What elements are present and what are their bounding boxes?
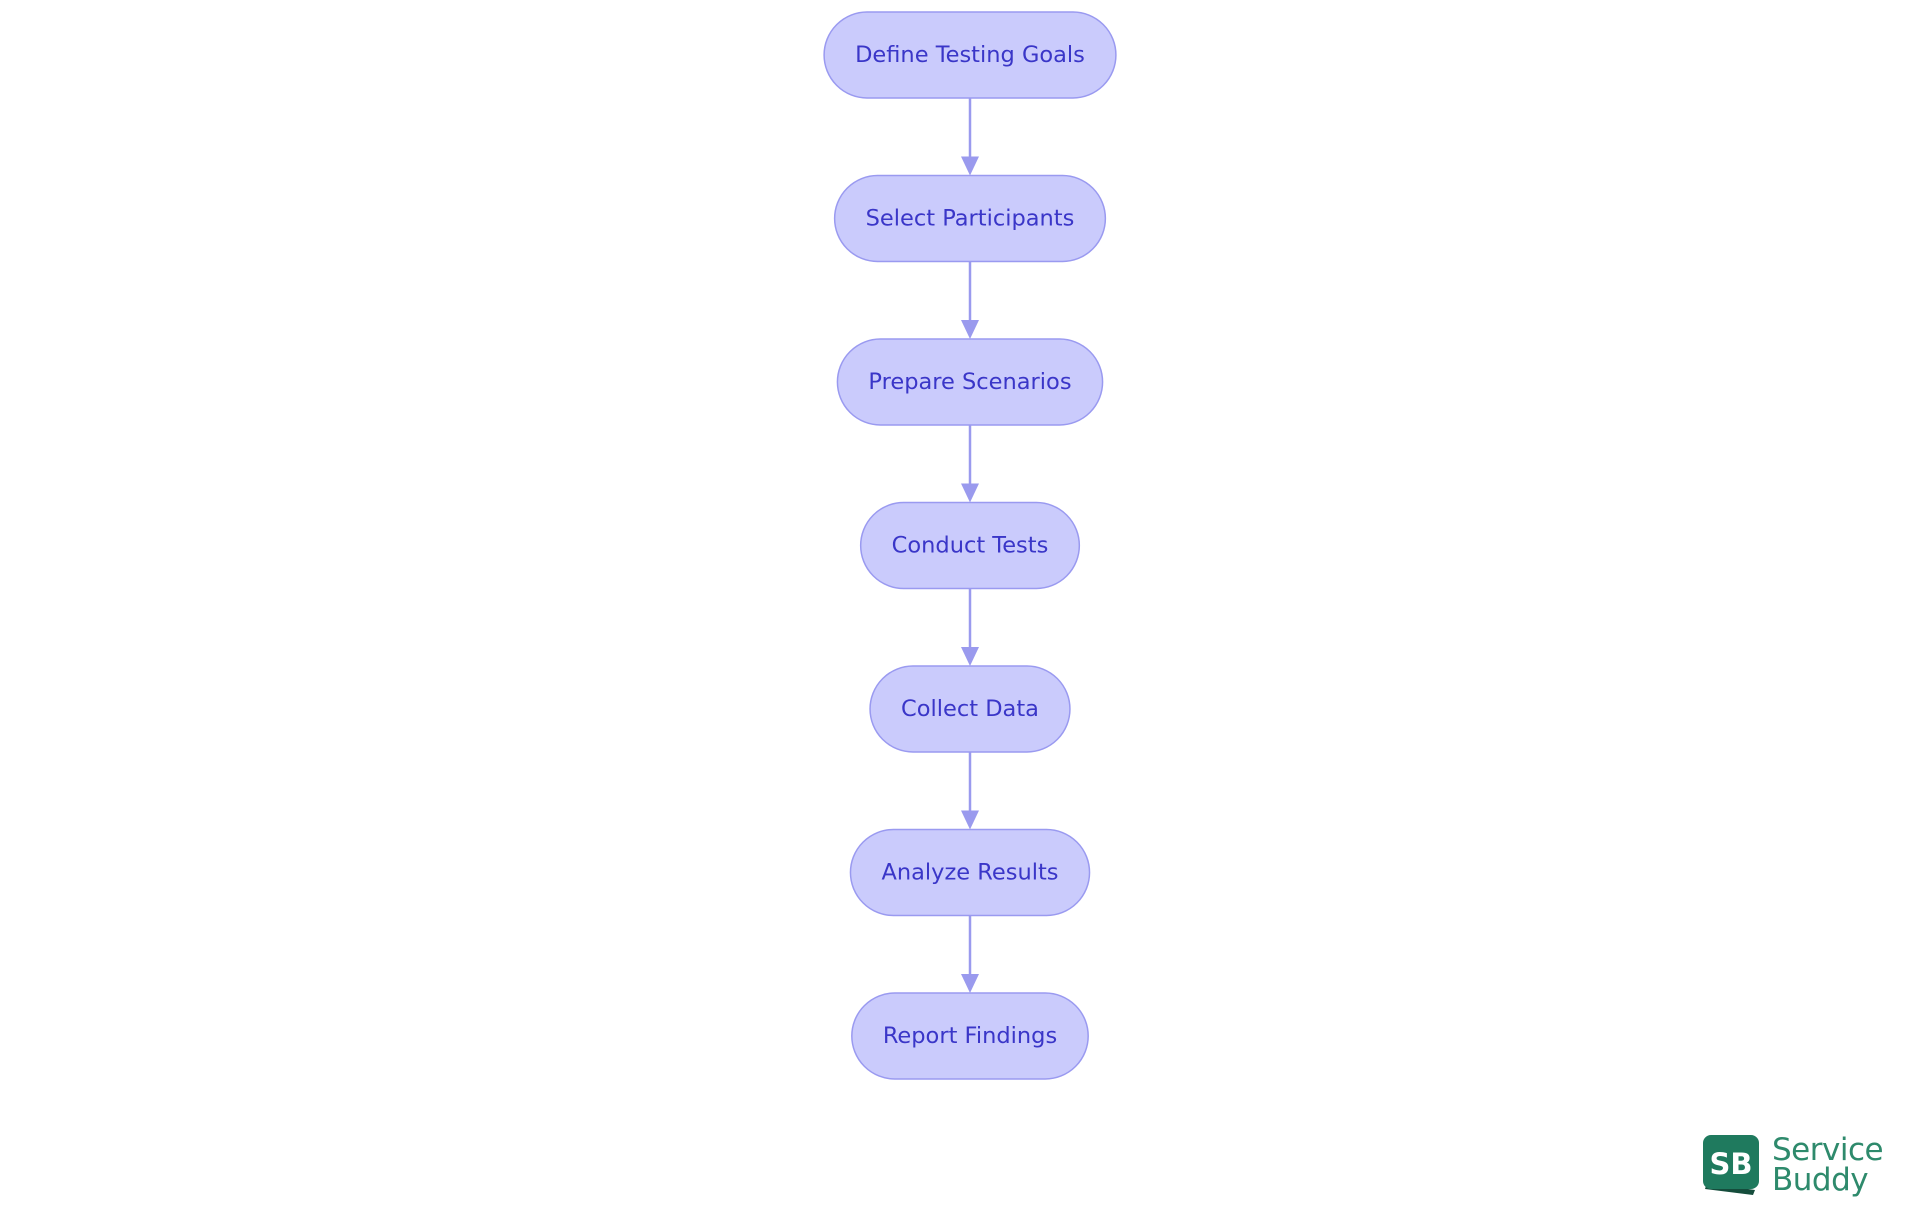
flow-node-conduct: Conduct Tests: [859, 501, 1081, 590]
logo-wordmark: Service Buddy: [1772, 1132, 1884, 1198]
arrowhead-icon: [961, 810, 979, 830]
arrowhead-icon: [961, 483, 979, 503]
flow-node-label: Conduct Tests: [892, 533, 1049, 559]
arrowhead-icon: [961, 320, 979, 339]
flow-node-prepare: Prepare Scenarios: [836, 338, 1104, 426]
flow-node-shape: [851, 992, 1089, 1080]
flow-edge-prepare-to-conduct: [961, 425, 979, 503]
flow-node-shape: [869, 665, 1071, 753]
flow-node-shape: [836, 338, 1104, 426]
arrowhead-icon: [961, 647, 979, 666]
logo-word-buddy: Buddy: [1772, 1162, 1869, 1198]
flow-node-label: Report Findings: [883, 1023, 1057, 1049]
flow-node-analyze: Analyze Results: [849, 828, 1091, 917]
flow-node-label: Prepare Scenarios: [868, 369, 1071, 395]
flow-node-shape: [849, 828, 1091, 917]
flow-node-label: Collect Data: [901, 696, 1039, 722]
flow-node-shape: [833, 174, 1107, 263]
flow-edge-select-to-prepare: [961, 261, 979, 339]
flow-node-select: Select Participants: [833, 174, 1107, 263]
flow-node-label: Select Participants: [866, 206, 1075, 232]
flow-node-report: Report Findings: [851, 992, 1089, 1080]
flow-node-label: Define Testing Goals: [855, 42, 1085, 68]
logo-word-service: Service: [1772, 1132, 1884, 1168]
flow-node-label: Analyze Results: [881, 860, 1058, 886]
flow-edge-conduct-to-collect: [961, 588, 979, 666]
flow-node-shape: [859, 501, 1081, 590]
flowchart-edges: [961, 98, 979, 993]
logo-badge-text: SB: [1710, 1147, 1753, 1181]
flow-node-shape: [823, 11, 1117, 99]
arrowhead-icon: [961, 974, 979, 993]
arrowhead-icon: [961, 156, 979, 176]
flow-node-collect: Collect Data: [869, 665, 1071, 753]
flow-node-define: Define Testing Goals: [823, 11, 1117, 99]
flow-edge-collect-to-analyze: [961, 752, 979, 830]
sb-badge-icon: SB: [1703, 1135, 1759, 1195]
flow-edge-define-to-select: [961, 98, 979, 176]
servicebuddy-logo: SB Service Buddy: [1701, 1132, 1884, 1203]
flow-edge-analyze-to-report: [961, 915, 979, 993]
